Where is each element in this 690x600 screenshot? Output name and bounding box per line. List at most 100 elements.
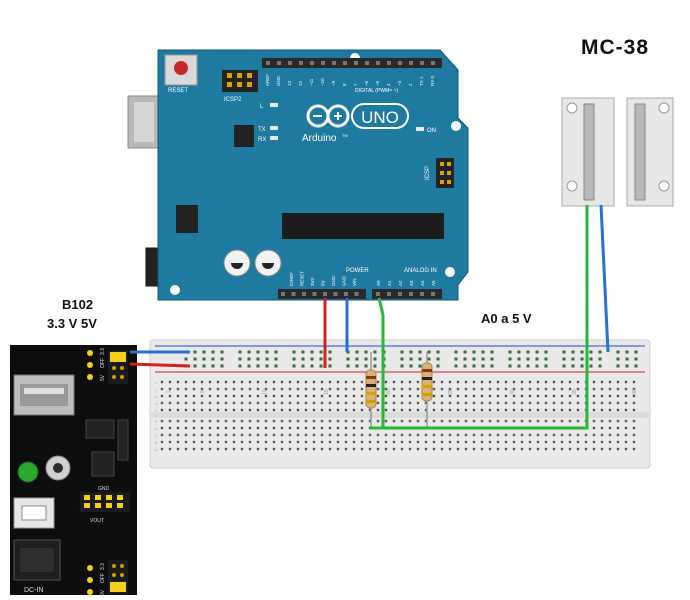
breadboard-hole [288, 380, 292, 384]
header-pin [95, 495, 101, 500]
icsp2-label: ICSP2 [224, 97, 242, 103]
breadboard-column-number: 10 [262, 389, 268, 395]
breadboard-hole [247, 364, 251, 368]
breadboard-hole [256, 350, 260, 354]
breadboard-hole [256, 447, 260, 451]
breadboard-hole [440, 401, 444, 405]
breadboard-hole [432, 447, 436, 451]
header-pin [323, 292, 327, 296]
breadboard-hole [400, 364, 404, 368]
breadboard-hole [416, 447, 420, 451]
breadboard-hole [592, 419, 596, 423]
breadboard-hole [200, 387, 204, 391]
breadboard-hole [427, 350, 431, 354]
breadboard-hole [319, 357, 323, 361]
breadboard-hole [568, 408, 572, 412]
breadboard-column-number: 25 [448, 389, 454, 395]
breadboard-hole [488, 387, 492, 391]
breadboard-hole [232, 387, 236, 391]
breadboard-hole [454, 350, 458, 354]
breadboard-hole [392, 447, 396, 451]
breadboard-hole [481, 350, 485, 354]
breadboard-hole [512, 387, 516, 391]
breadboard-hole [418, 357, 422, 361]
breadboard-hole [200, 433, 204, 437]
breadboard-hole [272, 394, 276, 398]
breadboard-hole [176, 394, 180, 398]
breadboard-hole [480, 419, 484, 423]
breadboard-hole [256, 426, 260, 430]
digital-pin-label: AREF [265, 74, 270, 86]
breadboard-hole [536, 401, 540, 405]
breadboard-hole [408, 419, 412, 423]
breadboard-hole [592, 440, 596, 444]
header-pin [343, 61, 347, 65]
breadboard-hole [456, 419, 460, 423]
breadboard-hole [592, 433, 596, 437]
breadboard-hole [472, 387, 476, 391]
breadboard-hole [598, 350, 602, 354]
on-label: ON [427, 128, 436, 134]
breadboard-hole [436, 350, 440, 354]
breadboard-hole [456, 408, 460, 412]
breadboard-hole [512, 380, 516, 384]
breadboard-hole [160, 440, 164, 444]
breadboard-hole [192, 419, 196, 423]
breadboard-hole [296, 408, 300, 412]
breadboard-row-letter: I [155, 387, 156, 392]
header-pin [398, 61, 402, 65]
breadboard-hole [328, 380, 332, 384]
breadboard-hole [560, 401, 564, 405]
breadboard-hole [328, 419, 332, 423]
breadboard-hole [328, 447, 332, 451]
breadboard-hole [576, 387, 580, 391]
breadboard-hole [376, 440, 380, 444]
breadboard-hole [536, 387, 540, 391]
breadboard-hole [440, 433, 444, 437]
breadboard-hole [472, 440, 476, 444]
power-pin-label: IOREF [289, 272, 294, 286]
breadboard-hole [454, 357, 458, 361]
breadboard-hole [304, 419, 308, 423]
breadboard-hole [193, 350, 197, 354]
header-pin [332, 61, 336, 65]
breadboard-hole [472, 433, 476, 437]
breadboard-hole [320, 447, 324, 451]
analog-pin-label: A0 [376, 280, 381, 286]
breadboard-hole [208, 433, 212, 437]
breadboard-hole [432, 401, 436, 405]
breadboard-hole [312, 433, 316, 437]
breadboard-hole [208, 426, 212, 430]
breadboard-hole [632, 419, 636, 423]
breadboard-hole [336, 440, 340, 444]
breadboard-hole [176, 426, 180, 430]
breadboard-hole [464, 394, 468, 398]
breadboard-hole [272, 440, 276, 444]
breadboard-hole [464, 387, 468, 391]
breadboard-hole [624, 447, 628, 451]
breadboard-hole [224, 401, 228, 405]
breadboard-hole [418, 364, 422, 368]
breadboard-hole [192, 380, 196, 384]
breadboard-hole [580, 357, 584, 361]
breadboard-hole [424, 447, 428, 451]
breadboard-hole [424, 433, 428, 437]
breadboard-hole [344, 408, 348, 412]
breadboard-hole [568, 433, 572, 437]
breadboard-hole [376, 408, 380, 412]
breadboard-hole [336, 408, 340, 412]
breadboard-hole [454, 364, 458, 368]
breadboard-hole [288, 401, 292, 405]
breadboard-hole [328, 426, 332, 430]
breadboard-hole [208, 440, 212, 444]
breadboard-hole [448, 394, 452, 398]
breadboard-hole [624, 387, 628, 391]
breadboard-hole [600, 433, 604, 437]
breadboard-hole [256, 357, 260, 361]
breadboard-hole [344, 447, 348, 451]
breadboard-hole [272, 387, 276, 391]
breadboard-hole [632, 408, 636, 412]
breadboard-hole [544, 408, 548, 412]
breadboard-hole [376, 387, 380, 391]
